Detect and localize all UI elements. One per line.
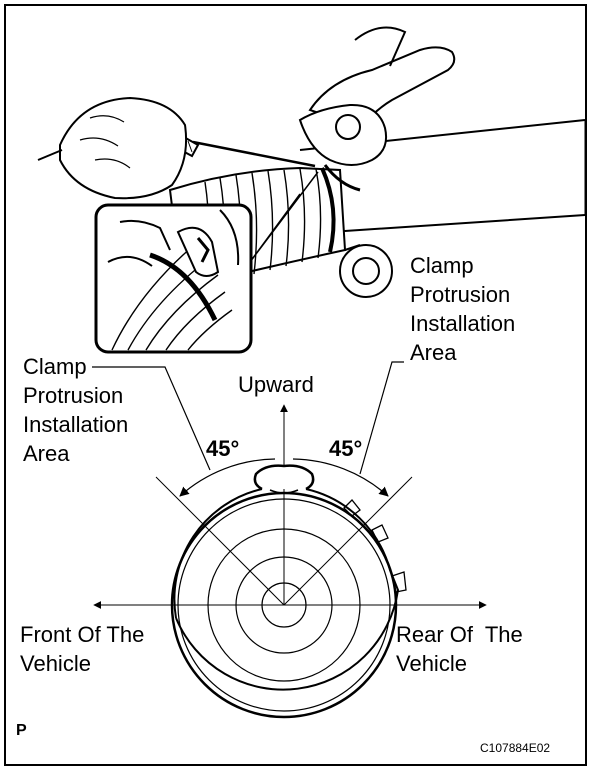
inset-detail — [94, 203, 253, 354]
label-line: Installation — [23, 412, 129, 437]
label-line: Vehicle — [396, 651, 467, 676]
label-line: Clamp — [410, 253, 474, 278]
clamp-area-left-label: Clamp Protrusion Installation Area — [23, 352, 128, 468]
front-of-vehicle-label: Front Of The Vehicle — [20, 620, 144, 678]
rear-of-vehicle-label: Rear Of The Vehicle — [396, 620, 523, 678]
clamp-area-right-label: Clamp Protrusion Installation Area — [410, 251, 515, 367]
angle-left-label: 45° — [206, 436, 240, 461]
orientation-diagram — [92, 361, 487, 719]
upward-label: Upward — [238, 372, 314, 397]
label-line: Front Of The — [20, 622, 145, 647]
label-line: Area — [410, 340, 457, 365]
figure-code: C107884E02 — [480, 741, 551, 755]
label-line: Installation — [410, 311, 516, 336]
label-line: Protrusion — [410, 282, 511, 307]
label-line: Rear Of The — [396, 622, 523, 647]
corner-letter: P — [16, 722, 27, 739]
label-line: Protrusion — [23, 383, 124, 408]
label-line: Clamp — [23, 354, 87, 379]
label-line: Vehicle — [20, 651, 91, 676]
label-line: Area — [23, 441, 70, 466]
angle-right-label: 45° — [329, 436, 363, 461]
figure-frame — [4, 4, 587, 766]
